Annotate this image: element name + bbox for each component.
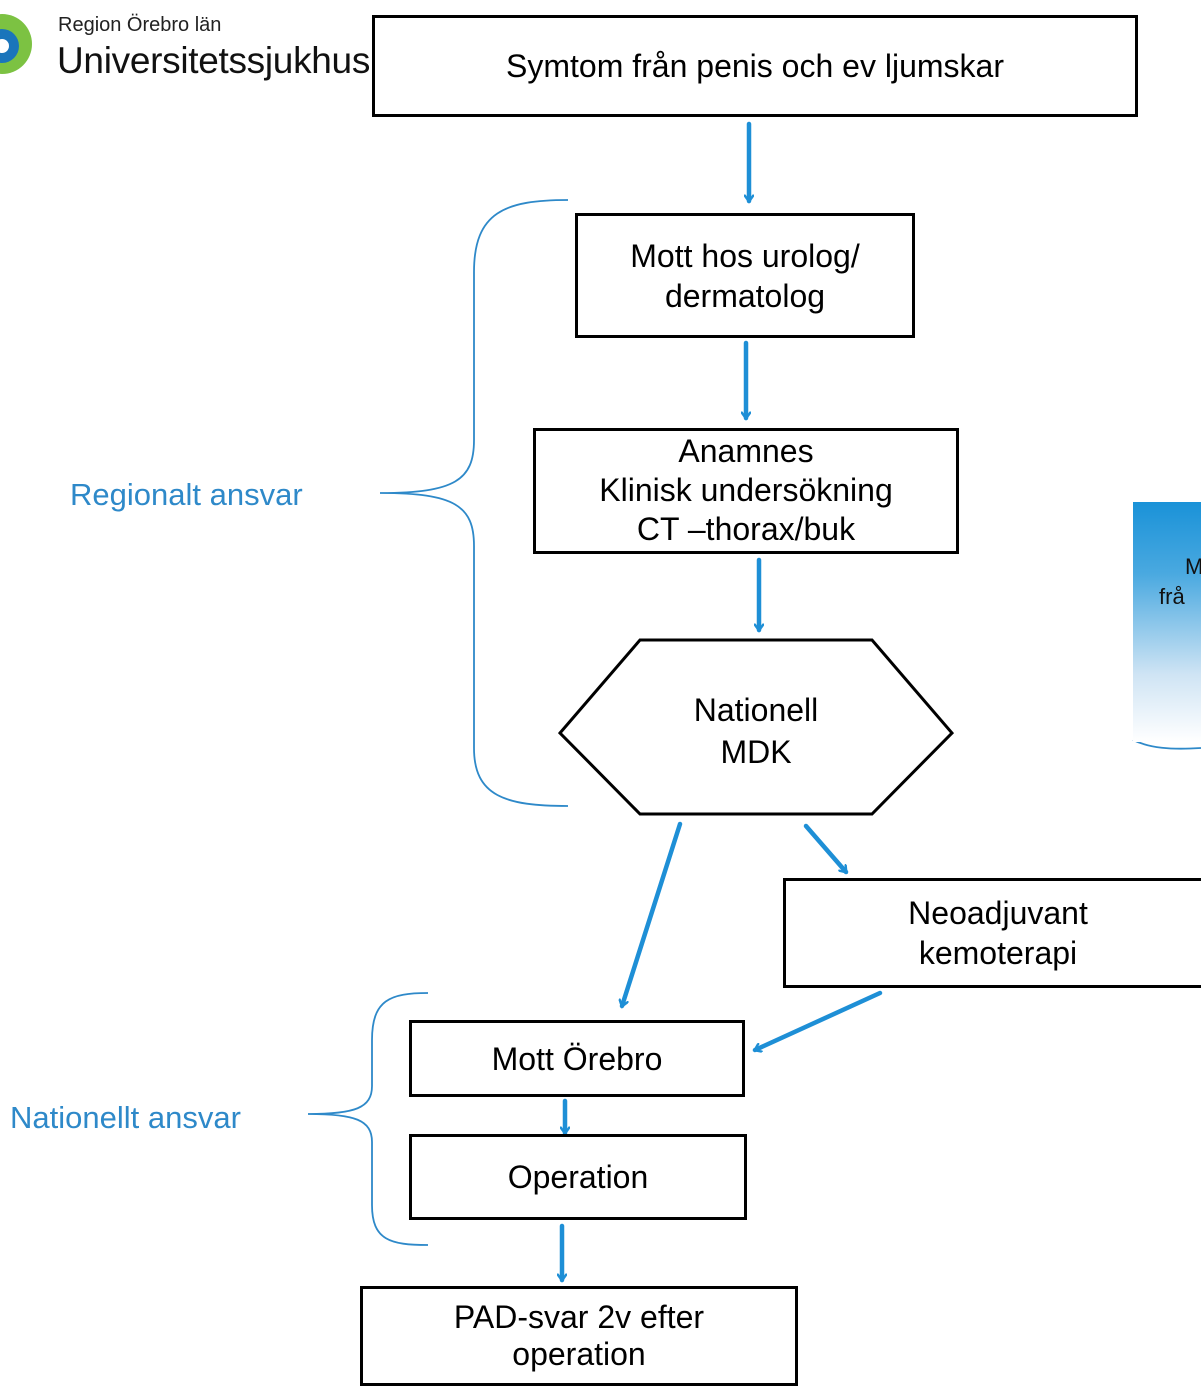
operation-box: Operation — [409, 1134, 747, 1220]
mdk-label: Nationell MDK — [636, 690, 876, 773]
mdk-line-1: Nationell — [693, 692, 819, 728]
mott-urolog-box: Mott hos urolog/ dermatolog — [575, 213, 915, 338]
side-note-text: M frå — [1133, 552, 1201, 611]
neoadjuvant-box: Neoadjuvant kemoterapi — [783, 878, 1201, 988]
pad-line-2: operation — [512, 1336, 646, 1372]
mott-urolog-line-2: dermatolog — [664, 277, 826, 314]
national-responsibility-label: Nationellt ansvar — [10, 1100, 241, 1135]
symptom-text: Symtom från penis och ev ljumskar — [506, 48, 1004, 84]
regional-brace — [379, 199, 569, 807]
region-logo-icon — [0, 14, 32, 74]
national-brace — [307, 992, 429, 1246]
arrow-mdk-to-mott-orebro — [622, 821, 683, 1006]
mott-orebro-text: Mott Örebro — [491, 1040, 663, 1077]
neoadjuvant-line-2: kemoterapi — [918, 935, 1078, 971]
mdk-hexagon — [557, 638, 955, 816]
anamnes-box: Anamnes Klinisk undersökning CT –thorax/… — [533, 428, 959, 554]
mdk-line-2: MDK — [720, 733, 792, 770]
pad-box: PAD-svar 2v efter operation — [360, 1286, 798, 1386]
side-note-line-2: frå — [1159, 583, 1185, 609]
anamnes-line-3: CT –thorax/buk — [636, 510, 856, 547]
pad-line-1: PAD-svar 2v efter — [453, 1299, 705, 1336]
anamnes-line-1: Anamnes — [678, 432, 814, 469]
anamnes-line-2: Klinisk undersökning — [599, 471, 893, 508]
logo-region-name: Region Örebro län — [58, 14, 222, 36]
mott-urolog-line-1: Mott hos urolog/ — [630, 237, 860, 274]
neoadjuvant-line-1: Neoadjuvant — [908, 895, 1088, 931]
symptom-box: Symtom från penis och ev ljumskar — [372, 15, 1138, 117]
side-panel-edge — [1132, 739, 1201, 750]
arrow-neoadjuvant-to-mott-orebro — [755, 990, 883, 1050]
mott-orebro-box: Mott Örebro — [409, 1020, 745, 1097]
arrow-mdk-to-neoadjuvant — [803, 823, 849, 875]
operation-text: Operation — [507, 1159, 649, 1195]
logo-hospital-name: Universitetssjukhus — [57, 40, 371, 81]
side-note-line-1: M — [1185, 554, 1201, 579]
regional-responsibility-label: Regionalt ansvar — [70, 477, 303, 512]
side-note-panel: M frå — [1133, 502, 1201, 742]
